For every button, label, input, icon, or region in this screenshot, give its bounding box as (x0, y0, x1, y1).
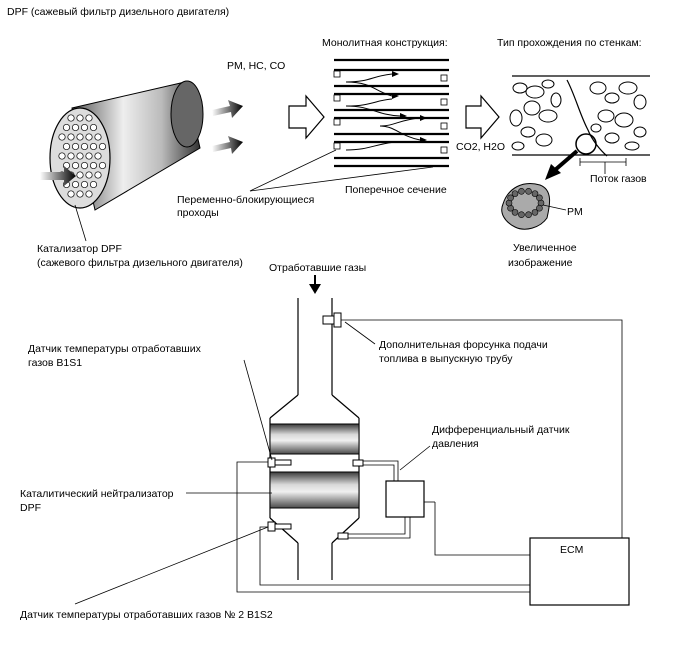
wiring (236, 319, 623, 593)
dpf-catalyst-block (269, 423, 360, 455)
injector-label-1: Дополнительная форсунка подачи (379, 339, 548, 351)
catalyst-label-2: (сажевого фильтра дизельного двигателя) (37, 257, 243, 269)
cross-section-label: Поперечное сечение (345, 184, 447, 196)
exhaust-arrow (309, 284, 321, 294)
monolith-cross-section (332, 54, 451, 174)
hollow-arrow-1 (288, 94, 325, 140)
diff-sensor-label-1: Дифференциальный датчик (432, 424, 570, 436)
dpf-cylinder-illustration (49, 80, 204, 211)
magnify-arrow (553, 149, 579, 172)
alternating-label-1: Переменно-блокирующиеся (177, 194, 314, 206)
magnified-pm (501, 183, 551, 230)
monolith-heading: Монолитная конструкция: (322, 37, 448, 49)
exhaust-gases-label: Отработавшие газы (269, 262, 366, 274)
honeycomb-face (58, 114, 107, 198)
pressure-port-upper (352, 459, 364, 467)
alternating-label-2: проходы (177, 207, 219, 219)
sensor-b1s2-label: Датчик температуры отработавших газов № … (20, 609, 273, 621)
dpf-filter-block (269, 471, 360, 509)
catalyst-label-1: Катализатор DPF (37, 243, 122, 255)
differential-pressure-sensor (385, 480, 425, 518)
magnified-label-1: Увеличенное (513, 242, 577, 254)
diff-sensor-label-2: давления (432, 438, 479, 450)
ecm-label: ECM (560, 544, 583, 556)
ecm-box (529, 537, 630, 606)
dpf-converter-label-1: Каталитический нейтрализатор (20, 488, 174, 500)
wall-flow-heading: Тип прохождения по стенкам: (497, 37, 642, 49)
temp-sensor-b1s2 (267, 521, 292, 532)
gas-flow-label: Поток газов (590, 173, 647, 185)
gases-out-label: CO2, H2O (456, 141, 505, 153)
dpf-converter-label-2: DPF (20, 502, 41, 514)
hollow-arrow-2 (465, 94, 500, 140)
flow-paths (345, 73, 421, 151)
pressure-port-lower (337, 532, 349, 540)
porous-wall (509, 79, 647, 151)
injector-label-2: топлива в выпускную трубу (379, 353, 513, 365)
diagram-title: DPF (сажевый фильтр дизельного двигателя… (7, 6, 229, 18)
inflow-arrows (40, 100, 243, 186)
pm-label: PM (567, 206, 583, 218)
wall-flow-illustration (509, 75, 650, 174)
gases-in-label: PM, HC, CO (227, 60, 285, 72)
fuel-injector (322, 312, 370, 328)
sensor-b1s1-label-1: Датчик температуры отработавших (28, 343, 202, 355)
leader-lines (74, 321, 431, 605)
sensor-b1s1-label-2: газов B1S1 (28, 357, 82, 369)
magnified-label-2: изображение (508, 257, 573, 269)
